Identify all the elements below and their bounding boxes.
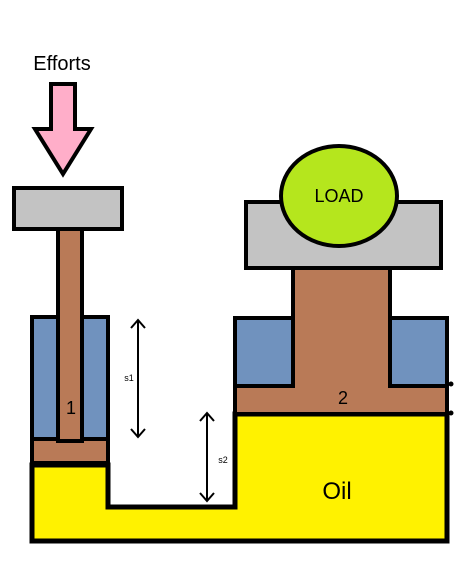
effort-platform — [12, 186, 124, 231]
stroke-s2-arrow — [199, 411, 215, 503]
edge-dot-top — [448, 381, 454, 387]
large-cylinder-wall-left — [233, 316, 295, 388]
piston-1-label: 1 — [66, 398, 76, 418]
edge-dot-bottom — [448, 410, 454, 416]
small-cylinder-wall-left — [30, 315, 60, 441]
small-piston-rod — [56, 227, 84, 443]
small-cylinder-wall-right — [80, 315, 110, 441]
load-label: LOAD — [314, 186, 363, 206]
s2-label: s2 — [218, 455, 228, 465]
large-cylinder-wall-right — [388, 316, 449, 388]
stroke-s1-arrow — [130, 318, 146, 439]
effort-arrow — [31, 82, 95, 178]
s1-label: s1 — [124, 373, 134, 383]
oil-label: Oil — [322, 478, 351, 505]
load-ellipse — [279, 144, 399, 248]
large-piston — [233, 266, 449, 416]
efforts-label: Efforts — [33, 53, 90, 75]
piston-2-label: 2 — [338, 388, 348, 408]
